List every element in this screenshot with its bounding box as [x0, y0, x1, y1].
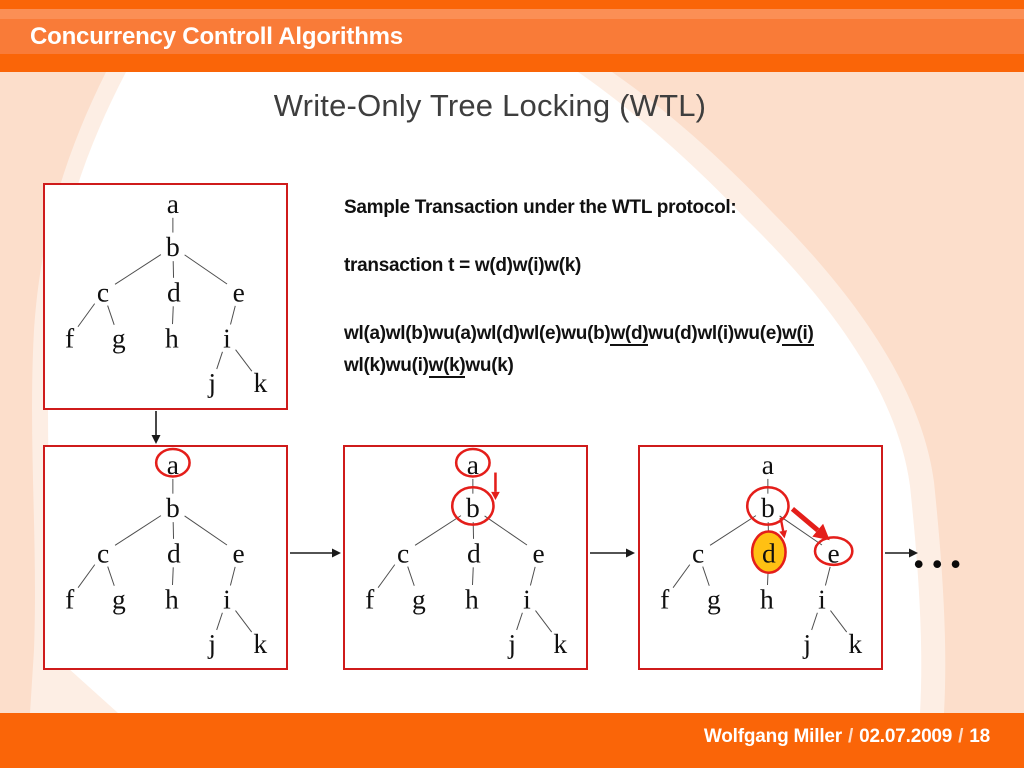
- tree-node-g: g: [707, 584, 721, 615]
- tree-node-k: k: [553, 628, 567, 659]
- tree-node-c: c: [97, 537, 109, 568]
- tree-node-d: d: [467, 537, 481, 568]
- tree-node-h: h: [465, 584, 479, 615]
- tree-node-j: j: [207, 367, 216, 398]
- slide-footer-bar: Wolfgang Miller/02.07.2009/18: [0, 713, 1024, 768]
- tree-node-j: j: [207, 628, 216, 659]
- right-arrow-icon-2: [590, 548, 635, 558]
- highlighted-node-d: [750, 530, 787, 575]
- wtl-step-1-diagram: ab c d e f g h ij k: [65, 447, 267, 659]
- header-band-bottom: [0, 54, 1024, 72]
- header-band-top: [0, 0, 1024, 9]
- tree-node-a: a: [167, 188, 179, 219]
- tree-node-i: i: [818, 584, 826, 615]
- sample-transaction-heading: Sample Transaction under the WTL protoco…: [344, 197, 737, 218]
- footer-separator: /: [847, 726, 854, 747]
- footer-page-number: 18: [969, 726, 990, 747]
- tree-node-f: f: [65, 584, 75, 615]
- down-arrow-icon: [151, 411, 161, 444]
- tree-node-a: a: [762, 449, 774, 480]
- tree-node-f: f: [65, 323, 75, 354]
- tree-node-f: f: [660, 584, 670, 615]
- overview-tree-diagram: ab c d e f g h ij k: [65, 188, 268, 398]
- tree-node-e: e: [533, 537, 545, 568]
- tree-node-g: g: [112, 323, 126, 354]
- tree-node-h: h: [760, 584, 774, 615]
- slide-header-bar: Concurrency Controll Algorithms: [0, 0, 1024, 72]
- tree-node-a: a: [467, 449, 479, 480]
- lock-circle-b: [745, 485, 790, 526]
- lock-sequence: wl(a)wl(b)wu(a)wl(d)wl(e)wu(b)w(d)wu(d)w…: [344, 318, 954, 381]
- wtl-step-3-diagram: ab c d e f g h ij k: [660, 449, 862, 659]
- transaction-definition: transaction t = w(d)w(i)w(k): [344, 255, 582, 276]
- lock-circle-e: [813, 536, 854, 567]
- tree-node-k: k: [254, 367, 268, 398]
- tree-node-j: j: [802, 628, 811, 659]
- header-band-light: [0, 9, 1024, 19]
- tree-node-i: i: [223, 323, 231, 354]
- tree-node-d: d: [167, 537, 181, 568]
- lock-circle-b: [450, 485, 495, 526]
- tree-node-k: k: [848, 628, 862, 659]
- lock-sequence-line: wl(k)wu(i)w(k)wu(k): [344, 354, 514, 378]
- tree-node-b: b: [761, 492, 775, 523]
- tree-node-c: c: [97, 276, 109, 307]
- tree-node-h: h: [165, 323, 179, 354]
- tree-node-k: k: [253, 628, 267, 659]
- tree-node-c: c: [692, 537, 704, 568]
- tree-node-g: g: [112, 584, 126, 615]
- tree-node-e: e: [233, 276, 245, 307]
- right-arrow-icon-3: [885, 548, 918, 558]
- tree-node-b: b: [166, 231, 180, 262]
- footer-separator: /: [958, 726, 964, 747]
- tree-node-e: e: [233, 537, 245, 568]
- tree-node-i: i: [223, 584, 231, 615]
- header-title: Concurrency Controll Algorithms: [30, 23, 403, 50]
- tree-node-i: i: [523, 584, 531, 615]
- right-arrow-icon-1: [290, 548, 341, 558]
- tree-node-b: b: [466, 492, 480, 523]
- lock-circle-a: [454, 447, 491, 478]
- tree-node-g: g: [412, 584, 426, 615]
- tree-node-h: h: [165, 584, 179, 615]
- page-title: Write-Only Tree Locking (WTL): [273, 88, 707, 123]
- header-band-main: Concurrency Controll Algorithms: [0, 19, 1024, 54]
- tree-node-a: a: [167, 449, 179, 480]
- tree-node-d: d: [762, 537, 776, 568]
- tree-node-b: b: [166, 492, 180, 523]
- wtl-step-2-diagram: ab c d e f g h ij k: [365, 447, 567, 659]
- footer-author: Wolfgang Miller: [703, 726, 842, 747]
- transaction-text-block: Sample Transaction under the WTL protoco…: [344, 197, 954, 381]
- tree-node-f: f: [365, 584, 375, 615]
- lock-sequence-line: wl(a)wl(b)wu(a)wl(d)wl(e)wu(b)w(d)wu(d)w…: [344, 323, 814, 346]
- tree-node-c: c: [397, 537, 409, 568]
- tree-node-d: d: [167, 276, 181, 307]
- footer-date: 02.07.2009: [859, 726, 953, 747]
- ellipsis: •••: [914, 549, 970, 579]
- tree-node-j: j: [507, 628, 516, 659]
- lock-circle-a: [154, 447, 191, 478]
- tree-node-e: e: [828, 537, 840, 568]
